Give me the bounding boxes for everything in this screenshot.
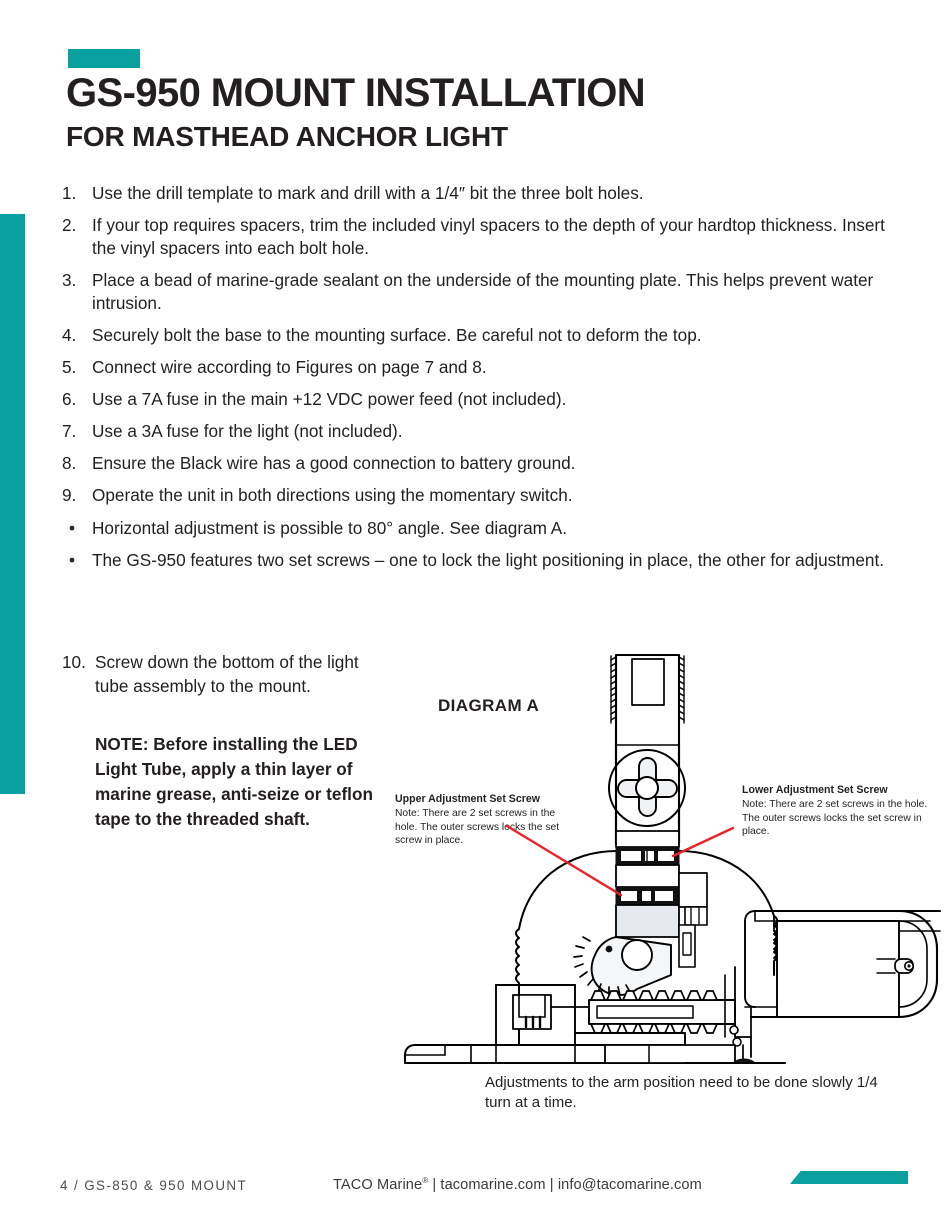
list-item-marker: 5.: [62, 357, 77, 378]
list-item-marker: 3.: [62, 270, 77, 291]
list-item-text: Securely bolt the base to the mounting s…: [92, 325, 702, 346]
callout-upper-adjustment-set-screw: Upper Adjustment Set Screw Note: There a…: [395, 793, 575, 847]
list-item-text: Use a 7A fuse in the main +12 VDC power …: [92, 389, 567, 410]
list-item-marker: 9.: [62, 485, 77, 506]
page-title: GS-950 MOUNT INSTALLATION: [66, 71, 646, 115]
header-accent-bar: [68, 49, 140, 68]
callout-lower-adjustment-set-screw: Lower Adjustment Set Screw Note: There a…: [742, 784, 942, 838]
note-callout: NOTE: Before installing the LED Light Tu…: [95, 733, 373, 830]
list-item-text: Connect wire according to Figures on pag…: [92, 357, 487, 378]
list-item: 8. Ensure the Black wire has a good conn…: [62, 452, 900, 475]
footer-accent-bar: [790, 1171, 908, 1184]
footer-contact: | tacomarine.com | info@tacomarine.com: [428, 1177, 702, 1193]
list-item-marker: 2.: [62, 215, 77, 236]
list-item-text: Operate the unit in both directions usin…: [92, 485, 573, 506]
list-item-marker: 4.: [62, 325, 77, 346]
list-item-text: The GS-950 features two set screws – one…: [92, 549, 885, 570]
callout-heading: Upper Adjustment Set Screw: [395, 793, 541, 805]
lower-left-column: 10. Screw down the bottom of the light t…: [62, 650, 382, 832]
list-item-marker: 1.: [62, 183, 77, 203]
list-item: 1. Use the drill template to mark and dr…: [62, 182, 900, 205]
callout-leader-lines: [505, 824, 735, 897]
instruction-list: 1. Use the drill template to mark and dr…: [62, 182, 900, 581]
list-item-text: Screw down the bottom of the light tube …: [95, 652, 359, 697]
list-item: 3. Place a bead of marine-grade sealant …: [62, 269, 900, 315]
list-item-text: Horizontal adjustment is possible to 80°…: [92, 517, 568, 538]
list-item: 4. Securely bolt the base to the mountin…: [62, 324, 900, 347]
list-item-text: Place a bead of marine-grade sealant on …: [92, 270, 874, 314]
list-item: 7. Use a 3A fuse for the light (not incl…: [62, 420, 900, 443]
list-item-text: Use a 3A fuse for the light (not include…: [92, 421, 403, 442]
callout-note: Note: There are 2 set screws in the hole…: [395, 808, 560, 846]
footer-brand-contact: TACO Marine® | tacomarine.com | info@tac…: [333, 1176, 702, 1193]
list-item-marker: 10.: [62, 652, 86, 672]
list-item-marker: •: [69, 517, 76, 538]
footer-page-label: 4 / GS-850 & 950 MOUNT: [60, 1178, 248, 1193]
mount-assembly-line-drawing: [403, 653, 942, 1065]
footer-brand-name: TACO Marine: [333, 1177, 423, 1193]
callout-note: Note: There are 2 set screws in the hole…: [742, 799, 928, 837]
registered-mark: ®: [422, 1176, 429, 1186]
list-item-text: Ensure the Black wire has a good connect…: [92, 453, 576, 474]
list-item: 10. Screw down the bottom of the light t…: [62, 650, 382, 699]
list-item: 9. Operate the unit in both directions u…: [62, 484, 900, 507]
diagram-title: DIAGRAM A: [438, 696, 540, 715]
list-item: 5. Connect wire according to Figures on …: [62, 356, 900, 379]
list-item: 2. If your top requires spacers, trim th…: [62, 214, 900, 260]
left-margin-accent-bar: [0, 214, 25, 794]
list-item-marker: 6.: [62, 389, 77, 410]
list-item: 6. Use a 7A fuse in the main +12 VDC pow…: [62, 388, 900, 411]
callout-heading: Lower Adjustment Set Screw: [742, 784, 888, 796]
list-item-text: Use the drill template to mark and drill…: [92, 183, 644, 203]
list-item-marker: 8.: [62, 453, 77, 474]
list-item-text: If your top requires spacers, trim the i…: [92, 215, 885, 259]
diagram-a-figure: DIAGRAM A Upper Adjustment Set Screw Not…: [385, 645, 945, 1070]
list-item-marker: 7.: [62, 421, 77, 442]
list-item: • The GS-950 features two set screws – o…: [62, 549, 900, 572]
list-item: • Horizontal adjustment is possible to 8…: [62, 517, 900, 540]
list-item-marker: •: [69, 549, 76, 570]
diagram-caption: Adjustments to the arm position need to …: [485, 1074, 878, 1111]
page-subtitle: FOR MASTHEAD ANCHOR LIGHT: [66, 121, 508, 152]
